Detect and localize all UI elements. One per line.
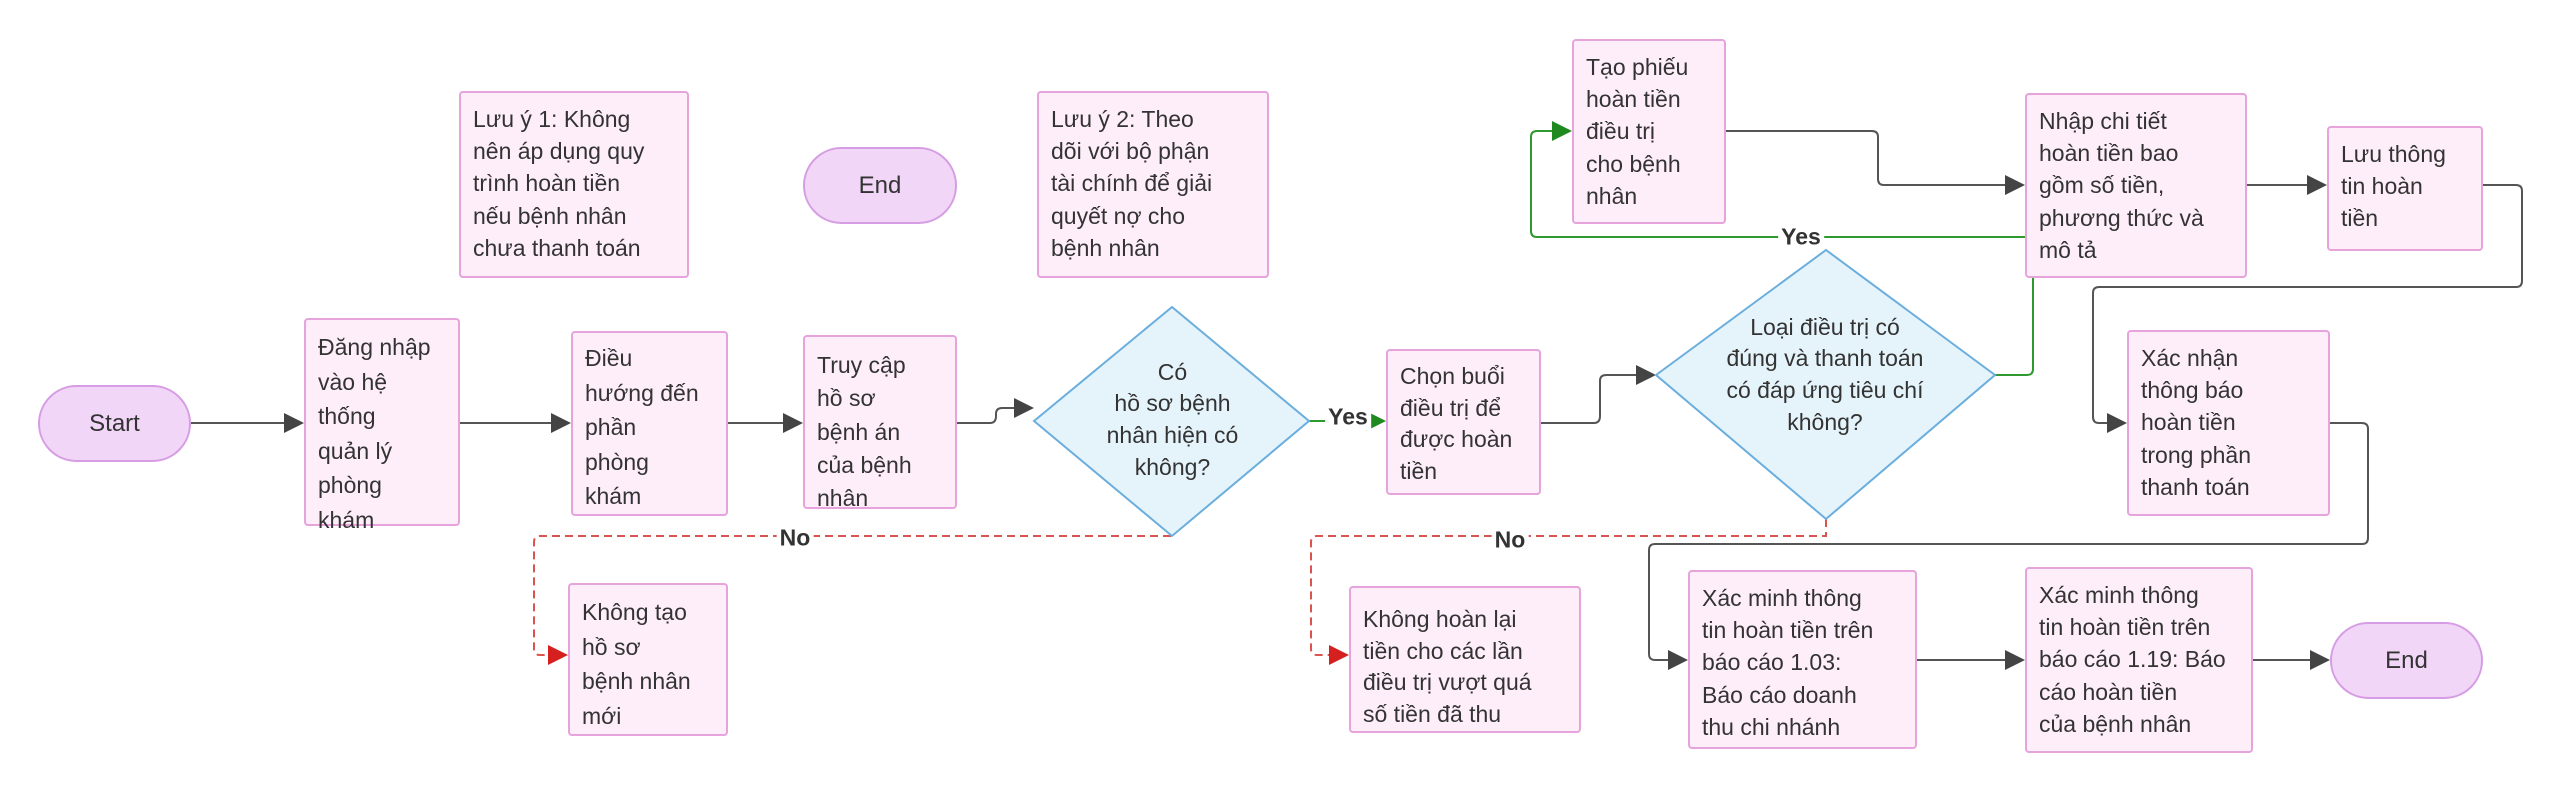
edge-no-no-record — [533, 530, 1173, 665]
step-save-info[interactable]: Lưu thông tin hoàn tiền — [2327, 126, 2483, 251]
step-no-record[interactable]: Không tạo hồ sơ bệnh nhân mới — [568, 583, 728, 736]
edge-choose-decision — [1541, 365, 1656, 424]
edge-label-yes-2: Yes — [1778, 223, 1824, 251]
step-confirm-notice[interactable]: Xác nhận thông báo hoàn tiền trong phần … — [2127, 330, 2330, 516]
edge-save-confirm — [2092, 184, 2523, 433]
edge-confirm-verify103 — [1648, 422, 2369, 670]
decision-record[interactable]: Có hồ sơ bệnh nhân hiện có không? — [1106, 358, 1239, 480]
step-access-record[interactable]: Truy cập hồ sơ bệnh án của bệnh nhân — [803, 335, 957, 511]
edge-label-no-1: No — [776, 524, 814, 552]
decision-treatment-shape — [1654, 248, 1997, 521]
decision-treatment[interactable]: Loại điều trị có đúng và thanh toán có đ… — [1726, 313, 1924, 435]
step-choose-session[interactable]: Chọn buổi điều trị để được hoàn tiền — [1386, 349, 1541, 495]
step-no-refund[interactable]: Không hoàn lại tiền cho các lần điều trị… — [1349, 586, 1581, 733]
step-verify-119[interactable]: Xác minh thông tin hoàn tiền trên báo cá… — [2025, 567, 2253, 753]
step-navigate[interactable]: Điều hướng đến phần phòng khám — [571, 331, 728, 516]
start-node[interactable]: Start — [38, 385, 191, 462]
note-1: Lưu ý 1: Không nên áp dụng quy trình hoà… — [459, 91, 689, 278]
end-node-top[interactable]: End — [803, 147, 957, 224]
step-verify-103[interactable]: Xác minh thông tin hoàn tiền trên báo cá… — [1688, 570, 1917, 749]
edge-no-no-refund — [1310, 519, 1827, 665]
edge-label-no-2: No — [1491, 526, 1529, 554]
step-create-slip[interactable]: Tạo phiếu hoàn tiền điều trị cho bệnh nh… — [1572, 39, 1726, 224]
edge-label-yes-1: Yes — [1325, 403, 1371, 431]
decision-record-shape — [1032, 305, 1311, 538]
step-login[interactable]: Đăng nhập vào hệ thống quản lý phòng khá… — [304, 318, 460, 533]
end-node[interactable]: End — [2330, 622, 2483, 699]
step-enter-details[interactable]: Nhập chi tiết hoàn tiền bao gồm số tiền,… — [2025, 93, 2247, 278]
edge-slip-details — [1726, 130, 2025, 195]
note-2: Lưu ý 2: Theo dõi với bộ phận tài chính … — [1037, 91, 1269, 278]
edge-access-decision — [957, 398, 1034, 424]
